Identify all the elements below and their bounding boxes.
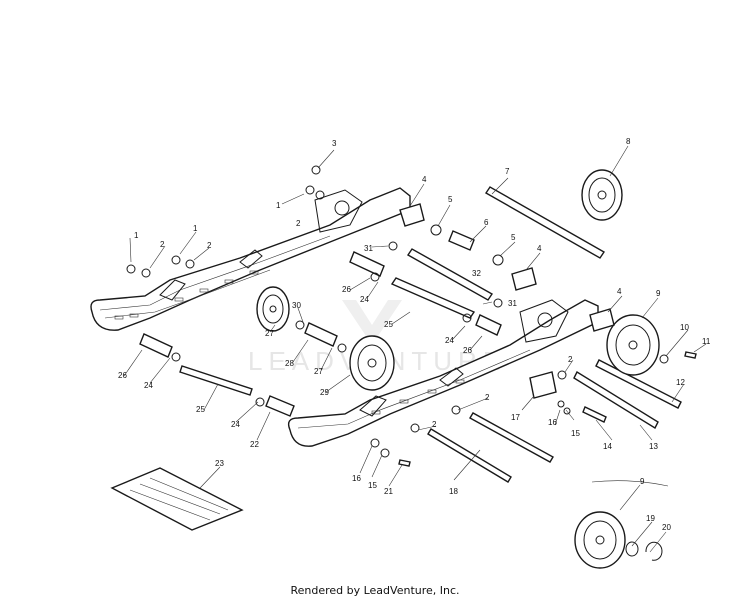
callout-12: 12 <box>676 378 685 387</box>
callout-9b: 9 <box>640 477 645 486</box>
callout-31: 31 <box>364 244 373 253</box>
callout-29: 29 <box>320 388 329 397</box>
wheel-8 <box>581 169 623 221</box>
callout-24: 24 <box>360 295 369 304</box>
shaft-18b <box>469 412 554 463</box>
callout-25b: 25 <box>196 405 205 414</box>
callout-23: 23 <box>215 459 224 468</box>
bracket-4c <box>589 308 615 332</box>
bracket-4b <box>511 267 537 291</box>
callout-2f: 2 <box>207 241 212 250</box>
shaft-13 <box>573 371 659 429</box>
wheel-9-upper <box>606 314 660 376</box>
block-17 <box>529 371 557 399</box>
callout-11: 11 <box>702 337 711 346</box>
pin-14 <box>582 406 607 423</box>
callout-15: 15 <box>571 429 580 438</box>
wheel-9-detail <box>574 511 626 569</box>
callout-5b: 5 <box>511 233 516 242</box>
shaft-7 <box>485 186 605 259</box>
callout-1: 1 <box>276 201 281 210</box>
callout-5: 5 <box>448 195 453 204</box>
shaft-25-lower <box>179 365 253 396</box>
credit-text: Rendered by LeadVenture, Inc. <box>290 584 460 597</box>
wheel-29 <box>349 335 395 391</box>
callout-4b: 4 <box>537 244 542 253</box>
shafts <box>179 186 682 483</box>
shaft-32 <box>406 248 494 301</box>
callout-19: 19 <box>646 514 655 523</box>
callout-18: 18 <box>449 487 458 496</box>
callout-10: 10 <box>680 323 689 332</box>
callout-25: 25 <box>384 320 393 329</box>
wheels <box>256 169 669 569</box>
callout-9: 9 <box>656 289 661 298</box>
callout-28: 28 <box>285 359 294 368</box>
callout-2b: 2 <box>485 393 490 402</box>
callout-7: 7 <box>505 167 510 176</box>
shaft-12 <box>595 359 682 409</box>
left-rail <box>90 187 411 331</box>
callout-14: 14 <box>603 442 612 451</box>
callout-24d: 24 <box>445 336 454 345</box>
callout-16: 16 <box>548 418 557 427</box>
bracket-4a <box>399 203 425 227</box>
callout-16b: 16 <box>352 474 361 483</box>
callout-2d: 2 <box>432 420 437 429</box>
callout-20: 20 <box>662 523 671 532</box>
callout-17: 17 <box>511 413 520 422</box>
callout-27: 27 <box>265 329 274 338</box>
callout-21: 21 <box>384 487 393 496</box>
callout-24c: 24 <box>231 420 240 429</box>
callout-15b: 15 <box>368 481 377 490</box>
wheel-upper-left <box>256 286 290 332</box>
callout-27b: 27 <box>314 367 323 376</box>
callout-13: 13 <box>649 442 658 451</box>
shaft-25-upper <box>390 277 476 319</box>
callout-32: 32 <box>472 269 481 278</box>
callout-26: 26 <box>342 285 351 294</box>
callout-2e: 2 <box>160 240 165 249</box>
callout-4: 4 <box>422 175 427 184</box>
callout-1b: 1 <box>134 231 139 240</box>
callout-4c: 4 <box>617 287 622 296</box>
leader-lines <box>123 145 707 553</box>
callout-2c: 2 <box>568 355 573 364</box>
right-rail <box>287 299 599 447</box>
callout-6: 6 <box>484 218 489 227</box>
callout-30: 30 <box>292 301 301 310</box>
callout-1c: 1 <box>193 224 198 233</box>
callout-26b: 26 <box>118 371 127 380</box>
shaft-18a <box>427 428 512 483</box>
callout-2: 2 <box>296 219 301 228</box>
callout-8: 8 <box>626 137 631 146</box>
spacers <box>139 230 502 417</box>
callout-labels: 3 1 2 4 5 6 7 8 5 4 4 9 10 11 12 13 14 1… <box>118 137 711 532</box>
callout-26c: 26 <box>463 346 472 355</box>
plate-23 <box>110 467 244 531</box>
callout-3: 3 <box>332 139 337 148</box>
callout-22: 22 <box>250 440 259 449</box>
callout-31b: 31 <box>508 299 517 308</box>
hardware <box>126 165 697 467</box>
callout-24b: 24 <box>144 381 153 390</box>
